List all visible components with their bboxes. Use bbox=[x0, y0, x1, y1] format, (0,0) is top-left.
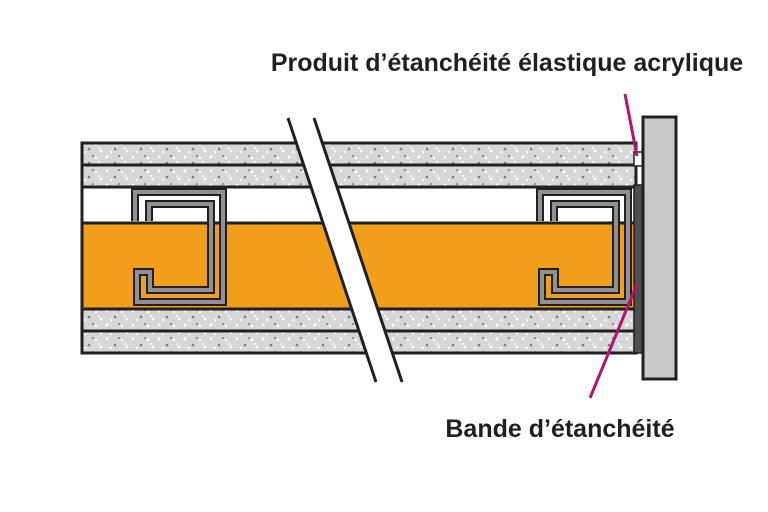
tape-label: Bande d’étanchéité bbox=[445, 415, 674, 443]
sealant-leader-line bbox=[623, 93, 639, 157]
stud-right bbox=[536, 188, 632, 306]
tape-leader-line bbox=[588, 283, 639, 399]
board-top-outer bbox=[80, 141, 638, 167]
break-symbol bbox=[286, 117, 404, 383]
adjoining-wall bbox=[641, 115, 678, 381]
board-top-inner bbox=[80, 163, 638, 189]
stud-left bbox=[131, 188, 227, 306]
sealant-label: Produit d’étanchéité élastique acrylique bbox=[271, 49, 743, 77]
